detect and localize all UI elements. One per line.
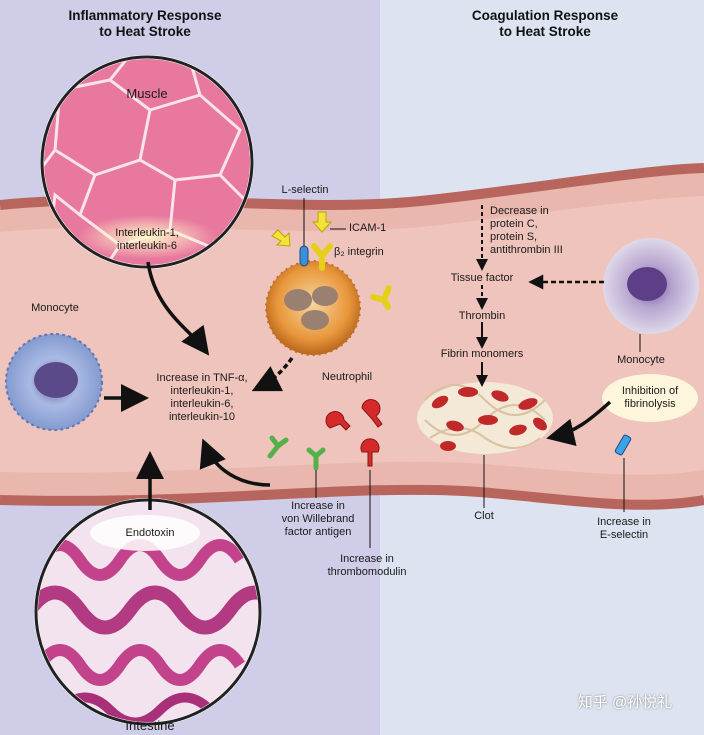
monocyte-right-label: Monocyte	[617, 354, 665, 366]
thrombomodulin-icons	[325, 399, 383, 467]
l-selectin-label: L-selectin	[281, 184, 329, 196]
e-selectin-icon	[614, 434, 632, 456]
clot-icon	[417, 382, 553, 454]
tissue-factor-label: Tissue factor	[450, 272, 514, 284]
neutrophil-label: Neutrophil	[321, 371, 373, 383]
muscle-interleukins-label: Interleukin-1,interleukin-6	[115, 227, 179, 252]
beta2-integrin-icon	[311, 243, 333, 271]
flow-arrows-left	[104, 261, 294, 510]
monocyte-left-label: Monocyte	[31, 302, 79, 314]
intestine-label: Intestine	[125, 718, 175, 733]
flow-arrows-right	[476, 205, 612, 446]
inhibition-highlight	[602, 374, 698, 422]
l-selectin-icon	[299, 245, 309, 267]
b2-integrin-label: β₂ integrin	[334, 246, 384, 258]
monocyte-right-icon	[603, 238, 699, 334]
icam-label: ICAM-1	[349, 222, 387, 234]
cytokines-label: Increase in TNF-α,interleukin-1,interleu…	[156, 372, 248, 423]
muscle-label: Muscle	[126, 86, 168, 101]
endotoxin-label: Endotoxin	[125, 527, 175, 539]
clot-label: Clot	[474, 510, 494, 522]
watermark: 知乎 @孙悦礼	[577, 694, 673, 711]
icam-arrows	[271, 211, 333, 247]
neutrophil-icon	[265, 260, 361, 356]
monocyte-left-icon	[5, 333, 103, 431]
intestine-tissue-icon	[34, 498, 262, 726]
fibrin-monomers-label: Fibrin monomers	[440, 348, 524, 360]
vwf-receptor-icons	[267, 435, 326, 471]
thrombin-label: Thrombin	[458, 310, 506, 322]
icam-receptor-icon	[370, 285, 392, 310]
muscle-tissue-icon	[40, 55, 254, 269]
